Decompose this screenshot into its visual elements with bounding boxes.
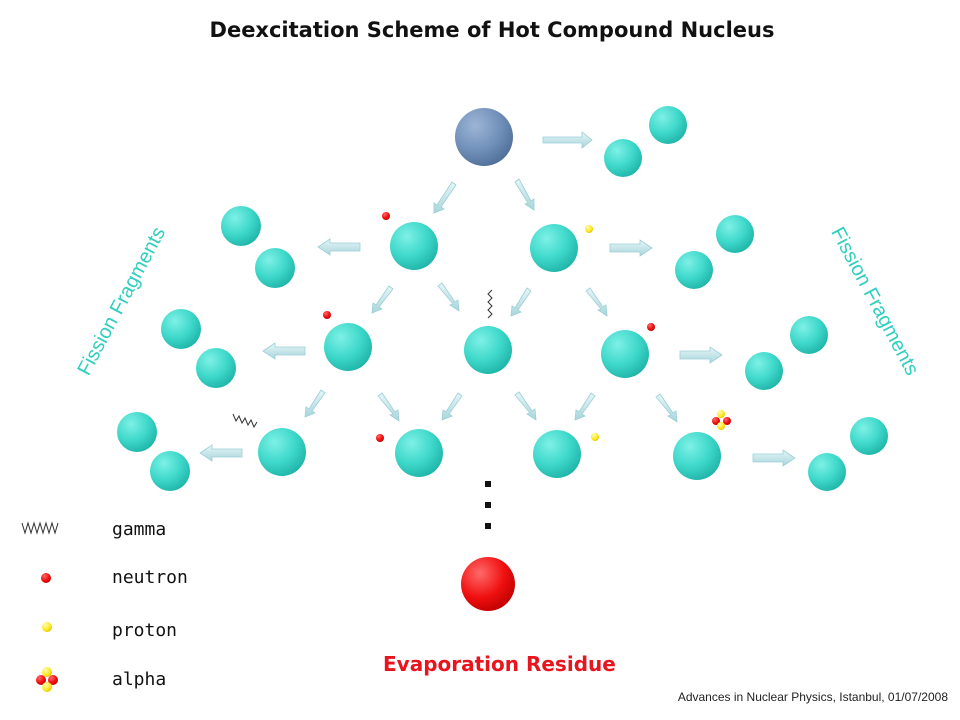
fission-fragments-right bbox=[675, 215, 888, 491]
gamma-emitted bbox=[232, 413, 258, 429]
legend-alpha-label: alpha bbox=[112, 669, 167, 690]
nucleus bbox=[395, 429, 443, 477]
neutron-icon bbox=[41, 573, 51, 583]
arrow-fission bbox=[542, 131, 593, 149]
nucleus bbox=[390, 222, 438, 270]
neutron-emitted bbox=[382, 212, 390, 220]
nucleus bbox=[533, 430, 581, 478]
alpha-icon bbox=[36, 667, 58, 692]
gamma-icon bbox=[21, 521, 59, 535]
proton-emitted bbox=[585, 225, 593, 233]
footer-citation: Advances in Nuclear Physics, Istanbul, 0… bbox=[677, 690, 948, 704]
fission-fragment bbox=[604, 139, 642, 177]
evaporation-residue bbox=[461, 557, 515, 611]
proton-emitted bbox=[591, 433, 599, 441]
legend-proton-label: proton bbox=[112, 620, 178, 641]
compound-nucleus bbox=[455, 108, 513, 166]
fission-fragment bbox=[649, 106, 687, 144]
legend-gamma-label: gamma bbox=[112, 519, 167, 540]
neutron-emitted bbox=[647, 323, 655, 331]
alpha-emitted bbox=[712, 410, 731, 430]
continuation-dots bbox=[485, 481, 491, 529]
evaporation-residue-label: Evaporation Residue bbox=[383, 652, 616, 676]
gamma-emitted bbox=[487, 289, 493, 319]
nucleus bbox=[464, 326, 512, 374]
nucleus bbox=[258, 428, 306, 476]
nucleus bbox=[601, 330, 649, 378]
nucleus bbox=[673, 432, 721, 480]
neutron-emitted bbox=[323, 311, 331, 319]
page-title: Deexcitation Scheme of Hot Compound Nucl… bbox=[209, 18, 775, 42]
fission-fragments-left bbox=[117, 206, 295, 491]
proton-icon bbox=[42, 622, 52, 632]
neutron-emitted bbox=[376, 434, 384, 442]
fission-arrows bbox=[199, 238, 796, 467]
decay-arrows bbox=[304, 178, 678, 423]
nucleus bbox=[530, 224, 578, 272]
nucleus bbox=[324, 323, 372, 371]
legend-neutron-label: neutron bbox=[112, 567, 188, 588]
